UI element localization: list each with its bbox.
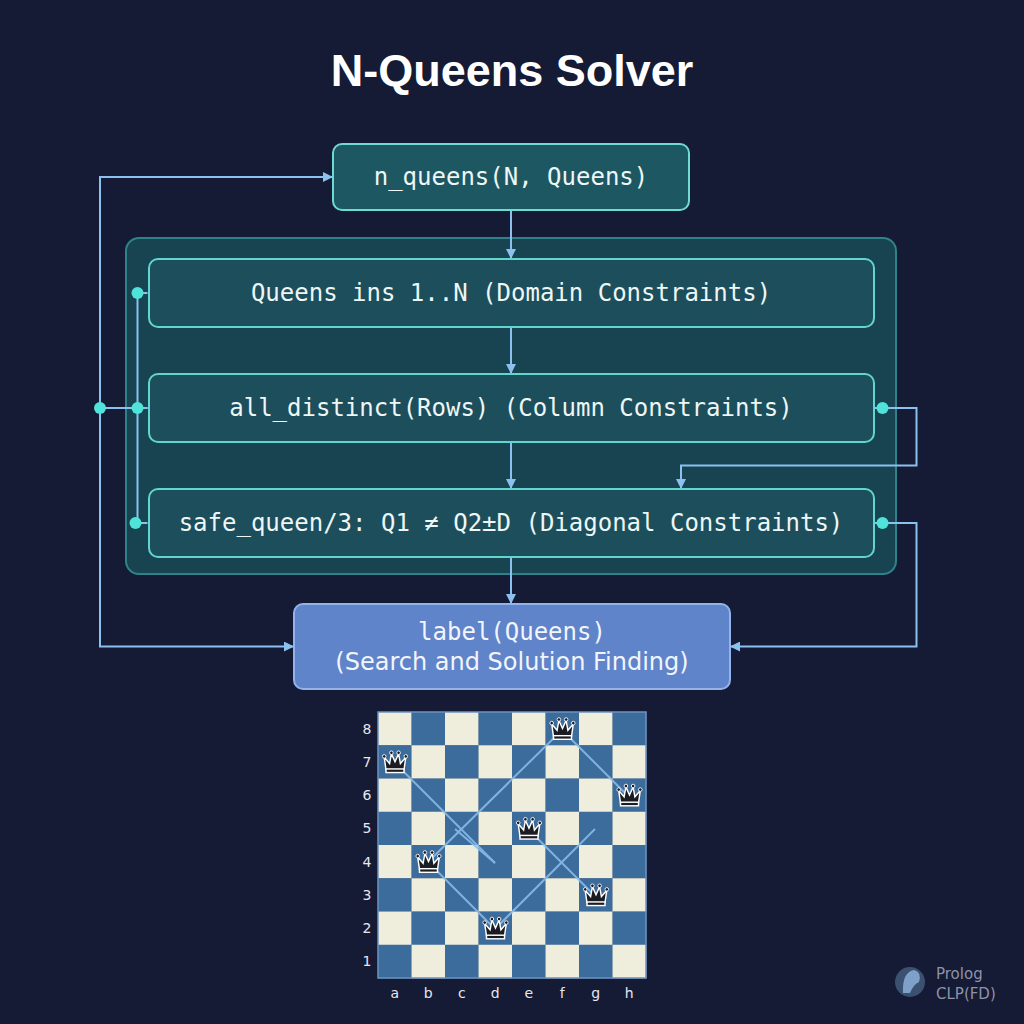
queen-piece: [416, 851, 441, 873]
node-text: all_distinct(Rows) (Column Constraints): [229, 393, 793, 423]
flow-connector: [510, 558, 512, 603]
constraint-box: Queens ins 1..N (Domain Constraints): [148, 258, 875, 328]
flow-connector: [510, 211, 512, 258]
connector-dot: [877, 517, 889, 529]
queen-piece: [550, 718, 575, 740]
search-box: label(Queens)(Search and Solution Findin…: [293, 603, 731, 690]
file-label: f: [560, 985, 565, 1001]
file-label: g: [591, 985, 600, 1001]
queen-piece: [583, 884, 608, 906]
rank-label: 3: [363, 887, 372, 903]
file-label: h: [625, 985, 634, 1001]
queen-piece: [617, 784, 642, 806]
file-label: e: [524, 985, 533, 1001]
file-label: b: [424, 985, 433, 1001]
node-text: safe_queen/3: Q1 ≠ Q2±D (Diagonal Constr…: [179, 508, 844, 538]
connector-dot: [94, 402, 106, 414]
rank-label: 8: [363, 721, 372, 737]
file-label: a: [390, 985, 399, 1001]
constraint-box: all_distinct(Rows) (Column Constraints): [148, 373, 875, 443]
node-text: (Search and Solution Finding): [335, 647, 688, 677]
connector-dot: [132, 287, 144, 299]
rank-label: 2: [363, 920, 372, 936]
flow-connector: [510, 443, 512, 488]
watermark-text: CLP(FD): [936, 985, 996, 1003]
connector-dot: [877, 402, 889, 414]
flow-connector: [510, 328, 512, 373]
rank-label: 4: [363, 854, 372, 870]
queen-piece: [382, 751, 407, 773]
rank-label: 1: [363, 953, 372, 969]
queen-piece: [483, 917, 508, 939]
watermark-text: Prolog: [936, 965, 983, 983]
rank-label: 7: [363, 754, 372, 770]
diagram-title: N-Queens Solver: [0, 45, 1024, 97]
rank-label: 5: [363, 820, 372, 836]
connector-dot: [130, 517, 142, 529]
entry-box: n_queens(N, Queens): [332, 143, 690, 211]
file-label: d: [491, 985, 500, 1001]
queen-piece: [516, 817, 541, 839]
rank-label: 6: [363, 787, 372, 803]
node-text: label(Queens): [418, 617, 606, 647]
watermark-icon: [895, 967, 925, 997]
constraint-box: safe_queen/3: Q1 ≠ Q2±D (Diagonal Constr…: [148, 488, 875, 558]
connector-dot: [132, 402, 144, 414]
file-label: c: [458, 985, 466, 1001]
node-text: Queens ins 1..N (Domain Constraints): [251, 278, 771, 308]
node-text: n_queens(N, Queens): [374, 162, 649, 192]
